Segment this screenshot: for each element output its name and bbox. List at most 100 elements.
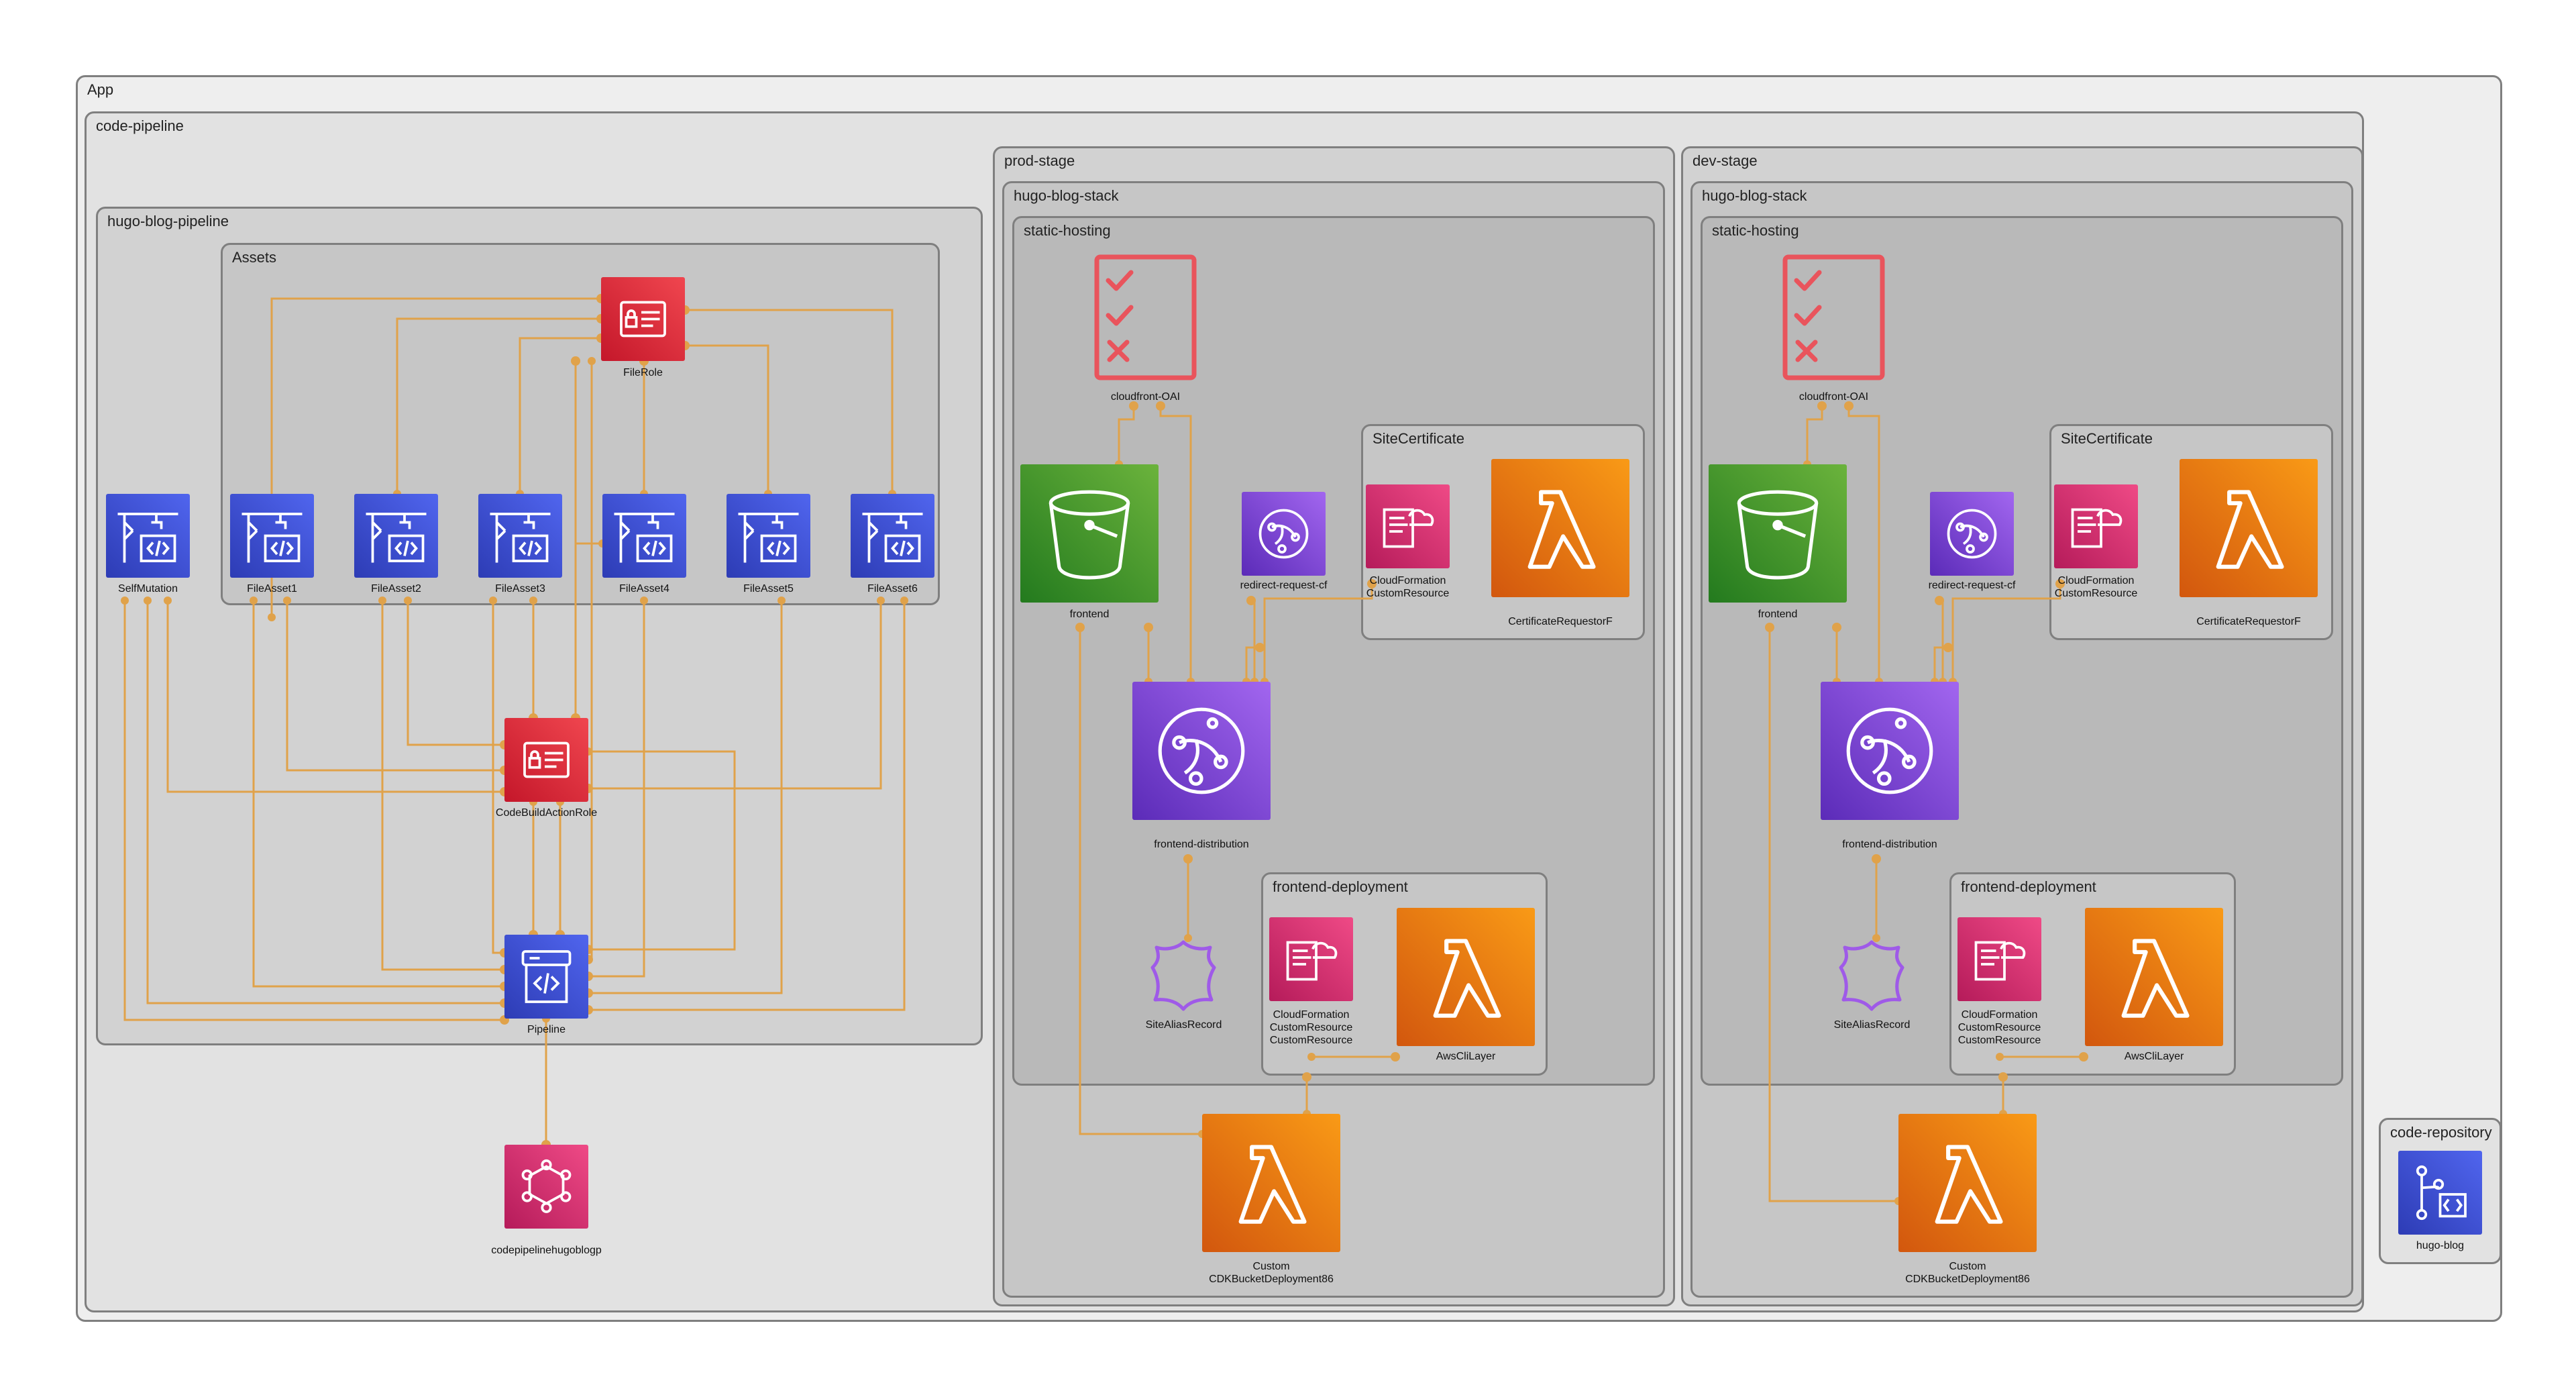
node-prod-certificate-requestor[interactable]: CertificateRequestorF — [1491, 459, 1629, 627]
cloudformation-icon — [1383, 508, 1434, 548]
cloudfront-function-icon — [1258, 509, 1309, 559]
oai-checklist-icon — [1782, 254, 1885, 380]
node-prod-frontend-distribution[interactable]: frontend-distribution — [1132, 682, 1271, 850]
node-label: CloudFormation CustomResource CustomReso… — [1269, 1009, 1353, 1046]
node-dev-redirect-request-cf[interactable]: redirect-request-cf — [1929, 492, 2015, 591]
node-label: frontend-distribution — [1154, 839, 1249, 850]
group-label: code-repository — [2390, 1124, 2492, 1141]
node-label: FileAsset1 — [247, 583, 297, 594]
route53-record-icon — [1839, 940, 1904, 1011]
oai-checklist-icon — [1094, 254, 1197, 380]
node-file-asset-2[interactable]: FileAsset2 — [354, 494, 438, 594]
group-label: hugo-blog-stack — [1014, 187, 1119, 204]
lambda-icon — [1527, 490, 1596, 569]
iam-role-icon — [523, 741, 570, 778]
node-file-asset-5[interactable]: FileAsset5 — [727, 494, 810, 594]
node-label: CloudFormation CustomResource — [1366, 575, 1450, 599]
node-prod-redirect-request-cf[interactable]: redirect-request-cf — [1240, 492, 1327, 591]
node-label: cloudfront-OAI — [1110, 391, 1181, 403]
node-file-asset-3[interactable]: FileAsset3 — [478, 494, 562, 594]
cloudfront-icon — [1846, 707, 1933, 794]
codebuild-icon — [862, 513, 923, 563]
node-prod-deploy-custom-resource[interactable]: CloudFormation CustomResource CustomReso… — [1269, 917, 1353, 1046]
node-label: AwsCliLayer — [1436, 1051, 1496, 1062]
lambda-icon — [1433, 939, 1501, 1018]
node-label: FileAsset2 — [371, 583, 421, 594]
group-label: SiteCertificate — [1373, 430, 1464, 447]
cloudfront-icon — [1158, 707, 1245, 794]
group-label: frontend-deployment — [1273, 878, 1408, 895]
node-file-asset-4[interactable]: FileAsset4 — [602, 494, 686, 594]
codebuild-icon — [490, 513, 551, 563]
node-label: SelfMutation — [118, 583, 178, 594]
node-file-role[interactable]: FileRole — [601, 277, 685, 378]
node-self-mutation[interactable]: SelfMutation — [106, 494, 190, 594]
node-label: hugo-blog — [2416, 1240, 2465, 1251]
node-label: frontend-distribution — [1842, 839, 1937, 850]
node-label: FileAsset5 — [743, 583, 794, 594]
node-dev-site-alias-record[interactable]: SiteAliasRecord — [1830, 938, 1914, 1031]
lambda-icon — [2121, 939, 2190, 1018]
route53-record-icon — [1150, 940, 1216, 1011]
codebuild-icon — [366, 513, 427, 563]
group-assets: Assets — [221, 243, 940, 605]
node-pipeline[interactable]: Pipeline — [504, 935, 588, 1035]
node-label: Pipeline — [527, 1024, 566, 1035]
node-label: frontend — [1069, 609, 1110, 620]
codebuild-icon — [738, 513, 799, 563]
node-label: FileAsset6 — [867, 583, 918, 594]
node-prod-aws-cli-layer[interactable]: AwsCliLayer — [1397, 908, 1535, 1062]
cloudformation-icon — [1286, 941, 1338, 981]
node-file-asset-6[interactable]: FileAsset6 — [851, 494, 934, 594]
node-event-rule[interactable]: codepipelinehugoblogp — [491, 1145, 602, 1256]
node-label: CloudFormation CustomResource — [2054, 575, 2138, 599]
node-hugo-blog-repo[interactable]: hugo-blog — [2398, 1151, 2482, 1251]
node-dev-frontend-distribution[interactable]: frontend-distribution — [1821, 682, 1959, 850]
cloudformation-icon — [1974, 941, 2026, 981]
node-prod-cloudfront-oai[interactable]: cloudfront-OAI — [1093, 254, 1197, 403]
group-label: hugo-blog-stack — [1702, 187, 1807, 204]
lambda-icon — [1238, 1145, 1307, 1224]
node-label: SiteAliasRecord — [1833, 1019, 1911, 1031]
group-label: dev-stage — [1693, 152, 1758, 169]
node-codebuild-action-role[interactable]: CodeBuildActionRole — [496, 718, 597, 819]
codepipeline-icon — [521, 950, 572, 1003]
cloudfront-function-icon — [1947, 509, 1997, 559]
s3-bucket-icon — [1737, 490, 1819, 580]
node-dev-cloudfront-oai[interactable]: cloudfront-OAI — [1782, 254, 1886, 403]
node-prod-bucket-deployment[interactable]: Custom CDKBucketDeployment86 — [1202, 1114, 1340, 1285]
group-label: code-pipeline — [96, 117, 184, 134]
node-dev-cert-custom-resource[interactable]: CloudFormation CustomResource — [2054, 484, 2138, 599]
node-label: CloudFormation CustomResource CustomReso… — [1957, 1009, 2041, 1046]
group-label: hugo-blog-pipeline — [107, 213, 229, 229]
codebuild-icon — [117, 513, 178, 563]
node-dev-deploy-custom-resource[interactable]: CloudFormation CustomResource CustomReso… — [1957, 917, 2041, 1046]
node-label: redirect-request-cf — [1928, 580, 2016, 591]
group-label: static-hosting — [1712, 222, 1799, 239]
node-dev-bucket-deployment[interactable]: Custom CDKBucketDeployment86 — [1898, 1114, 2037, 1285]
lambda-icon — [2216, 490, 2284, 569]
group-label: static-hosting — [1024, 222, 1111, 239]
node-label: Custom CDKBucketDeployment86 — [1905, 1261, 2030, 1285]
node-dev-aws-cli-layer[interactable]: AwsCliLayer — [2085, 908, 2223, 1062]
group-label: prod-stage — [1004, 152, 1075, 169]
node-label: FileAsset4 — [619, 583, 669, 594]
node-file-asset-1[interactable]: FileAsset1 — [230, 494, 314, 594]
lambda-icon — [1935, 1145, 2003, 1224]
group-label: SiteCertificate — [2061, 430, 2153, 447]
node-dev-frontend[interactable]: frontend — [1709, 464, 1847, 620]
node-label: frontend — [1758, 609, 1798, 620]
node-label: CodeBuildActionRole — [495, 807, 598, 819]
node-label: cloudfront-OAI — [1799, 391, 1869, 403]
codebuild-icon — [241, 513, 303, 563]
group-label: App — [87, 81, 114, 98]
node-label: redirect-request-cf — [1240, 580, 1328, 591]
eventbridge-icon — [521, 1159, 572, 1213]
node-prod-site-alias-record[interactable]: SiteAliasRecord — [1142, 938, 1226, 1031]
node-prod-frontend[interactable]: frontend — [1020, 464, 1159, 620]
node-dev-certificate-requestor[interactable]: CertificateRequestorF — [2180, 459, 2318, 627]
node-label: Custom CDKBucketDeployment86 — [1209, 1261, 1334, 1285]
cloudformation-icon — [2071, 508, 2123, 548]
node-prod-cert-custom-resource[interactable]: CloudFormation CustomResource — [1366, 484, 1450, 599]
node-label: AwsCliLayer — [2124, 1051, 2184, 1062]
